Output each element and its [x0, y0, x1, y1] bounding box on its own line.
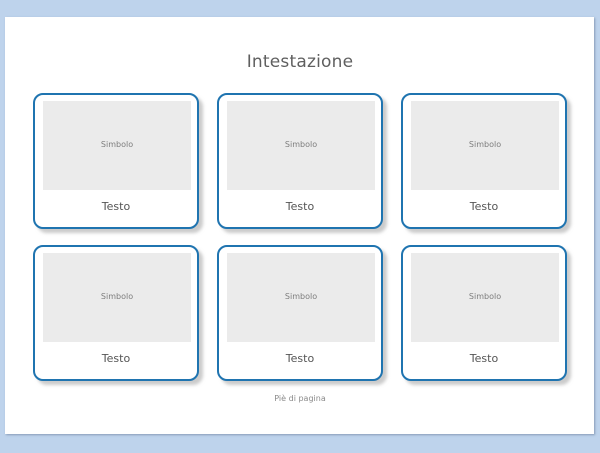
page-footer: Piè di pagina [274, 394, 326, 403]
symbol-placeholder: Simbolo [43, 101, 191, 190]
card-label: Testo [285, 352, 315, 365]
card-label: Testo [101, 200, 131, 213]
symbol-label: Simbolo [468, 292, 502, 301]
card-2[interactable]: Simbolo Testo [217, 93, 383, 229]
symbol-label: Simbolo [100, 292, 134, 301]
symbol-label: Simbolo [468, 140, 502, 149]
card-label: Testo [469, 200, 499, 213]
symbol-placeholder: Simbolo [411, 253, 559, 342]
symbol-placeholder: Simbolo [227, 253, 375, 342]
symbol-label: Simbolo [100, 140, 134, 149]
symbol-placeholder: Simbolo [227, 101, 375, 190]
card-label: Testo [285, 200, 315, 213]
card-6[interactable]: Simbolo Testo [401, 245, 567, 381]
symbol-label: Simbolo [284, 140, 318, 149]
page-title: Intestazione [246, 52, 354, 72]
card-3[interactable]: Simbolo Testo [401, 93, 567, 229]
symbol-label: Simbolo [284, 292, 318, 301]
card-label: Testo [469, 352, 499, 365]
card-5[interactable]: Simbolo Testo [217, 245, 383, 381]
card-label: Testo [101, 352, 131, 365]
symbol-placeholder: Simbolo [411, 101, 559, 190]
card-4[interactable]: Simbolo Testo [33, 245, 199, 381]
card-1[interactable]: Simbolo Testo [33, 93, 199, 229]
symbol-placeholder: Simbolo [43, 253, 191, 342]
